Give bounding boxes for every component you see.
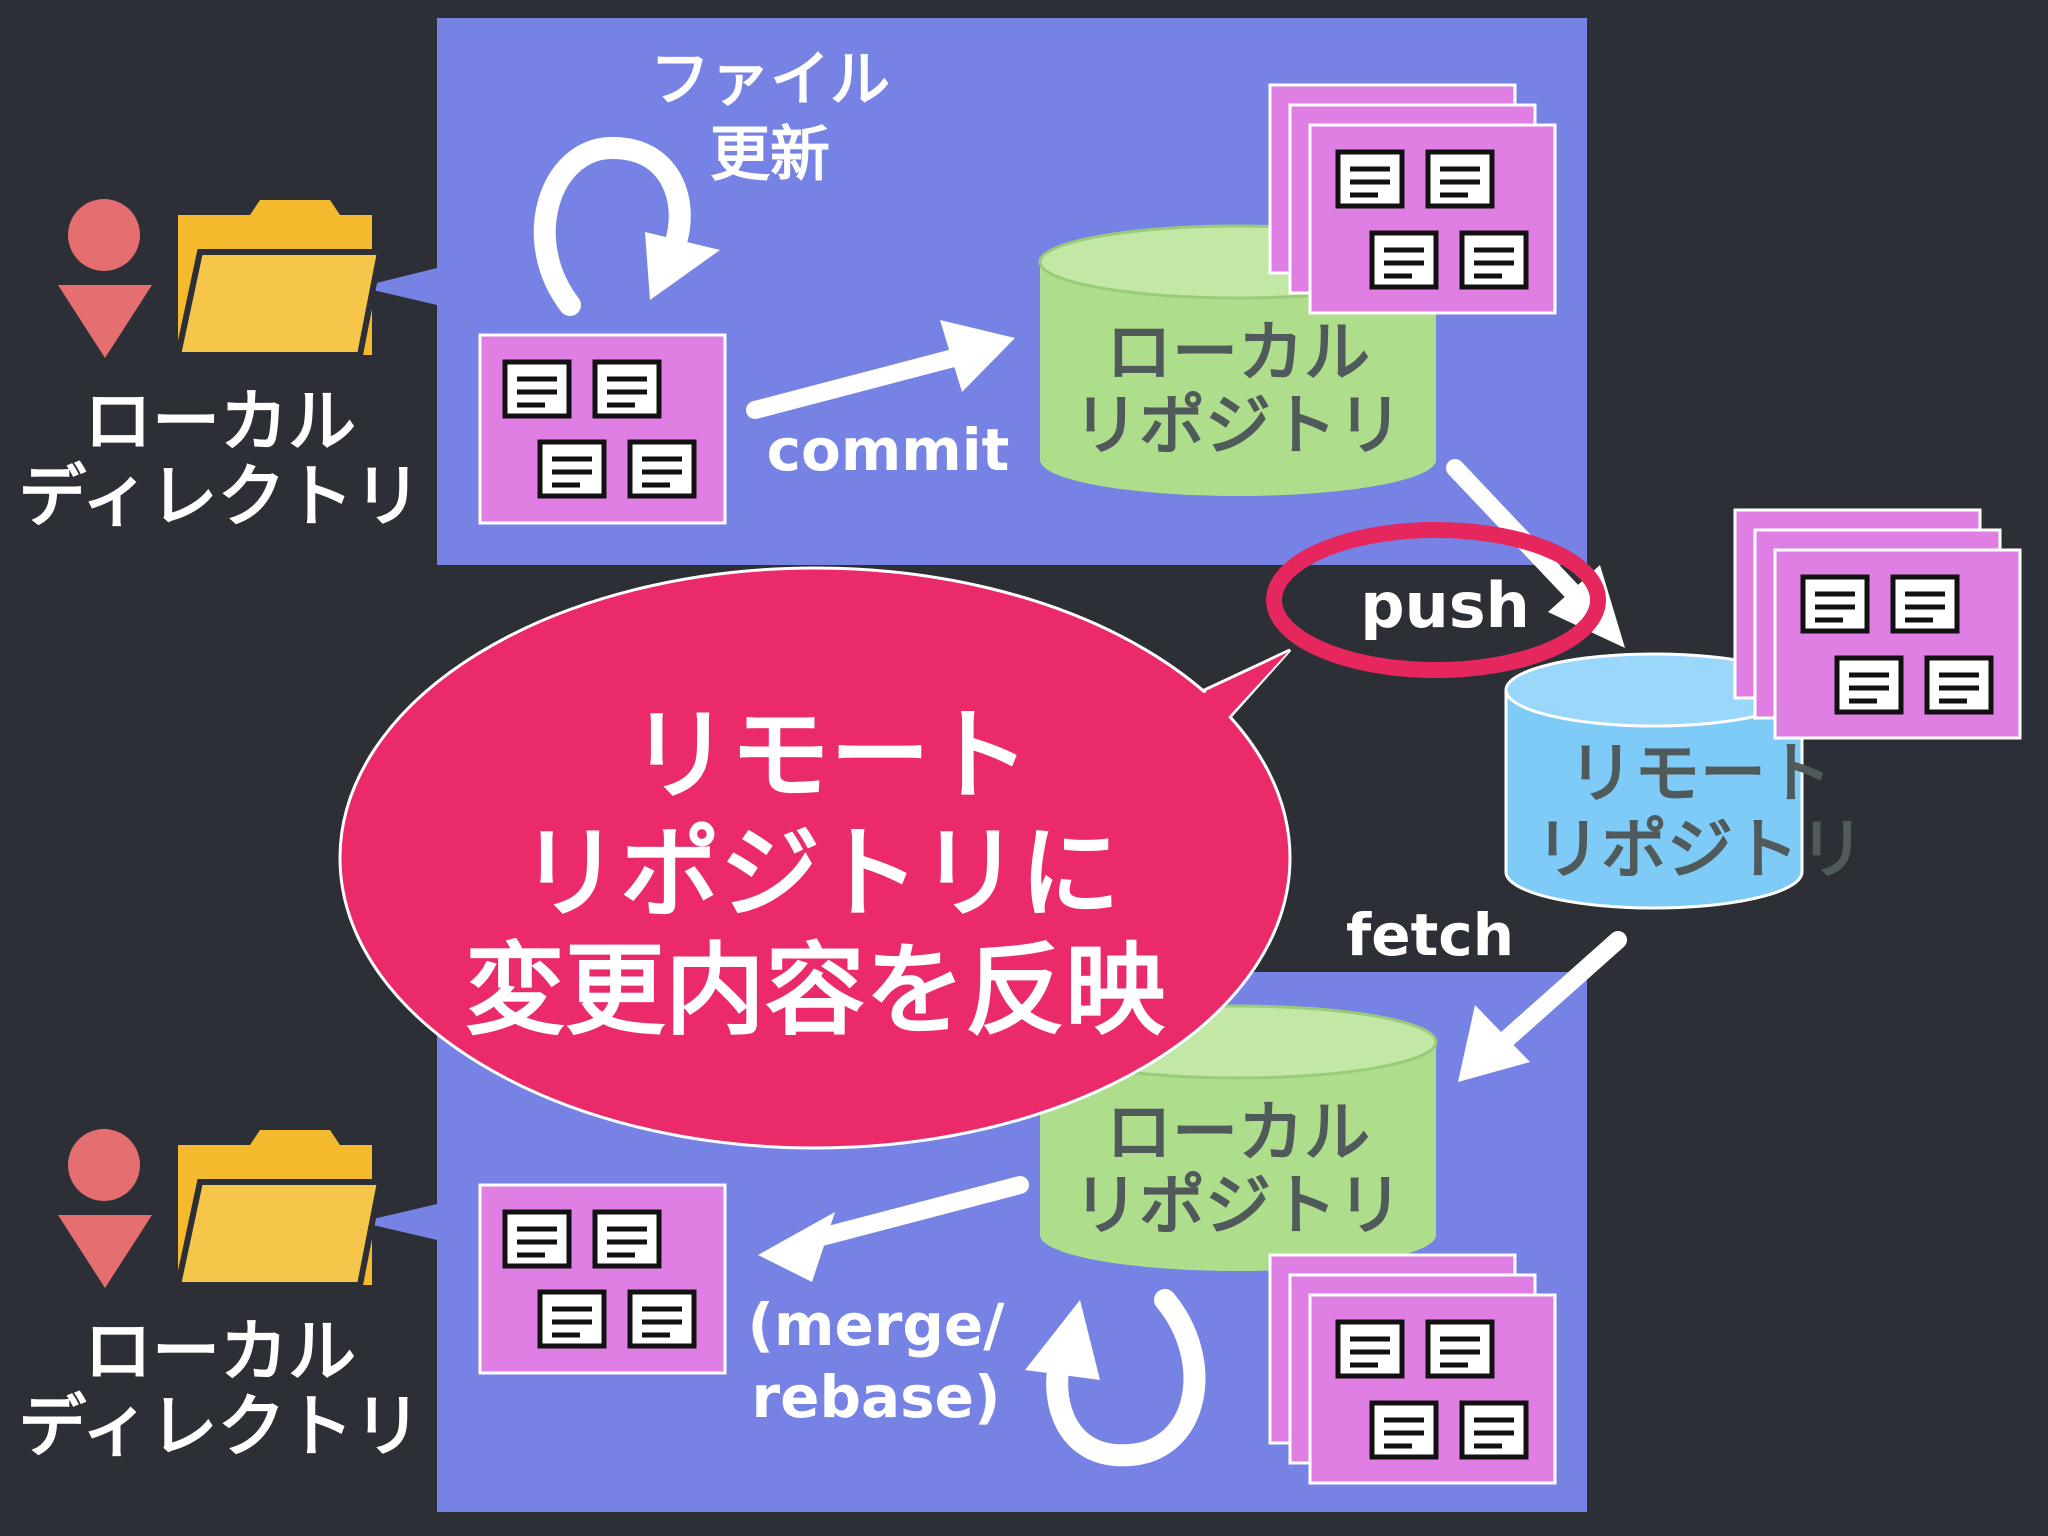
file-icon — [592, 1209, 662, 1269]
remote-repository-label-line1: リモート — [1568, 735, 1832, 812]
person-body-icon — [58, 285, 152, 358]
bottom-local-repository-label-line2: リポジトリ — [1073, 1167, 1403, 1244]
file-icon — [1459, 230, 1529, 290]
merge-label-line1: (merge/ — [748, 1291, 1006, 1359]
bottom-local-directory-label-line1: ローカル — [84, 1313, 356, 1392]
file-icon — [1369, 1400, 1439, 1460]
callout-text-line3: 変更内容を反映 — [465, 932, 1165, 1049]
merge-loop-arrow-icon — [1025, 1289, 1206, 1467]
top-repository-files-stack — [1268, 83, 1557, 315]
push-highlight-ring — [1266, 522, 1606, 678]
callout-text-line1: リモート — [630, 697, 1030, 814]
merge-arrow-icon — [758, 1176, 1029, 1282]
file-icon — [592, 359, 662, 419]
file-icon — [627, 1289, 697, 1349]
push-label: push — [1360, 569, 1530, 642]
person-head-icon — [68, 199, 140, 271]
remote-repository-cylinder — [1504, 652, 1804, 910]
file-icon — [1800, 574, 1870, 634]
file-icon — [1425, 1319, 1495, 1379]
working-files-card — [478, 333, 727, 525]
folder-front-icon — [174, 249, 384, 358]
person-head-icon — [68, 1129, 140, 1201]
file-icon — [1890, 574, 1960, 634]
fetch-label: fetch — [1346, 901, 1514, 969]
file-icon — [1369, 230, 1439, 290]
callout-text-line2: リポジトリに — [520, 815, 1120, 932]
file-icon — [627, 439, 697, 499]
merge-label-line2: rebase) — [752, 1363, 1001, 1431]
file-update-label-line2: 更新 — [710, 120, 830, 190]
bottom-working-files-card — [478, 1183, 727, 1375]
top-local-directory-label-line1: ローカル — [84, 383, 356, 462]
remote-repository-files-stack — [1733, 508, 2022, 740]
file-icon — [502, 359, 572, 419]
callout-bubble — [338, 566, 1292, 1150]
top-panel-pointer — [360, 268, 437, 305]
file-icon — [502, 1209, 572, 1269]
file-update-label-line1: ファイル — [650, 45, 890, 115]
bottom-repository-files-stack — [1268, 1253, 1557, 1485]
top-local-directory-label-line2: ディレクトリ — [18, 458, 421, 537]
fetch-arrow-icon — [1458, 931, 1627, 1082]
file-update-loop-arrow-icon — [533, 136, 720, 316]
file-icon — [537, 1289, 607, 1349]
file-icon — [1335, 1319, 1405, 1379]
file-icon — [1425, 149, 1495, 209]
bottom-local-directory-icon — [58, 1129, 384, 1288]
commit-label: commit — [767, 416, 1010, 484]
top-local-repository-label-line2: リポジトリ — [1073, 387, 1403, 464]
file-icon — [1459, 1400, 1529, 1460]
commit-arrow-icon — [746, 320, 1015, 419]
file-icon — [537, 439, 607, 499]
top-local-repository-label-line1: ローカル — [1106, 314, 1370, 391]
file-icon — [1924, 655, 1994, 715]
top-local-directory-icon — [58, 199, 384, 358]
bottom-local-repository-label-line1: ローカル — [1106, 1094, 1370, 1171]
remote-repository-label-line2: リポジトリ — [1535, 811, 1865, 888]
bottom-panel-pointer — [360, 1204, 437, 1240]
file-icon — [1834, 655, 1904, 715]
person-body-icon — [58, 1215, 152, 1288]
folder-front-icon — [174, 1179, 384, 1288]
bottom-local-directory-label-line2: ディレクトリ — [18, 1388, 421, 1467]
file-icon — [1335, 149, 1405, 209]
